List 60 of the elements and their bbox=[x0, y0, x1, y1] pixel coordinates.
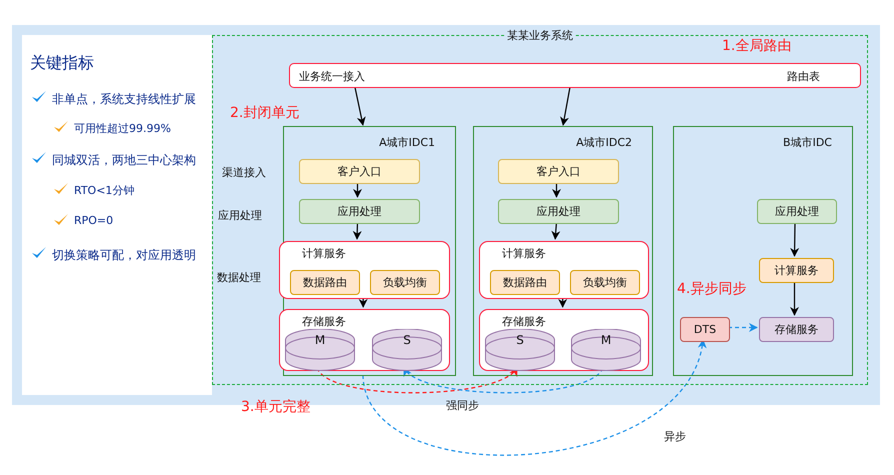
metric-item: 非单点，系统支持线性扩展 bbox=[52, 91, 196, 108]
row-label: 数据处理 bbox=[217, 270, 261, 285]
metric-item: RPO=0 bbox=[74, 214, 114, 227]
service-box: DTS bbox=[680, 317, 730, 342]
group-title: 存储服务 bbox=[302, 314, 346, 329]
bar-text: 业务统一接入 bbox=[299, 69, 365, 84]
datacenter-title: A城市IDC2 bbox=[576, 135, 632, 150]
arrow bbox=[352, 222, 362, 240]
service-box: 负载均衡 bbox=[570, 270, 640, 295]
datacenter-box bbox=[673, 126, 853, 376]
arrow bbox=[552, 182, 561, 198]
bar-text: 路由表 bbox=[787, 69, 820, 84]
arrow bbox=[362, 339, 706, 456]
service-box: 存储服务 bbox=[759, 317, 834, 342]
access-bar bbox=[289, 63, 861, 88]
process-box: 应用处理 bbox=[299, 199, 420, 224]
step-label: 1.全局路由 bbox=[722, 37, 792, 55]
boundary-title: 某某业务系统 bbox=[505, 28, 575, 43]
edge-label: 异步 bbox=[662, 429, 688, 444]
group-title: 存储服务 bbox=[502, 314, 546, 329]
arrow bbox=[551, 222, 560, 240]
step-label: 3.单元完整 bbox=[241, 398, 310, 416]
entry-box: 客户入口 bbox=[498, 159, 619, 184]
service-box: 数据路由 bbox=[490, 270, 560, 295]
row-label: 强同步 bbox=[446, 398, 479, 413]
datacenter-title: B城市IDC bbox=[783, 135, 832, 150]
arrow bbox=[354, 86, 366, 126]
process-box: 应用处理 bbox=[757, 199, 837, 224]
panel-title: 关键指标 bbox=[30, 53, 94, 74]
arrow bbox=[728, 323, 758, 332]
metric-item: 同城双活，两地三中心架构 bbox=[52, 152, 196, 169]
arrow bbox=[560, 86, 571, 126]
service-group bbox=[479, 241, 649, 299]
group-title: 计算服务 bbox=[302, 246, 346, 261]
database-cylinder: M bbox=[571, 329, 641, 371]
service-box: 负载均衡 bbox=[370, 270, 440, 295]
database-cylinder: M bbox=[285, 329, 355, 371]
group-title: 计算服务 bbox=[502, 246, 546, 261]
step-label: 2.封闭单元 bbox=[230, 104, 300, 122]
arrow bbox=[353, 182, 362, 198]
database-cylinder: S bbox=[485, 329, 555, 371]
service-box: 数据路由 bbox=[290, 270, 360, 295]
row-label: 渠道接入 bbox=[222, 165, 266, 180]
service-box: 计算服务 bbox=[759, 258, 834, 283]
datacenter-title: A城市IDC1 bbox=[379, 135, 435, 150]
database-cylinder: S bbox=[372, 329, 442, 371]
metrics-panel bbox=[22, 35, 212, 395]
metric-item: 可用性超过99.99% bbox=[74, 121, 171, 136]
service-group bbox=[279, 241, 450, 299]
service-group bbox=[479, 309, 649, 371]
entry-box: 客户入口 bbox=[299, 159, 420, 184]
process-box: 应用处理 bbox=[498, 199, 619, 224]
arrow bbox=[790, 222, 800, 257]
metric-item: RTO<1分钟 bbox=[74, 183, 134, 198]
datacenter-box bbox=[473, 126, 653, 376]
metric-item: 切换策略可配，对应用透明 bbox=[52, 247, 196, 264]
service-group bbox=[279, 309, 450, 371]
step-label: 4.异步同步 bbox=[677, 280, 746, 298]
row-label: 应用处理 bbox=[218, 208, 262, 223]
arrow bbox=[790, 281, 799, 316]
